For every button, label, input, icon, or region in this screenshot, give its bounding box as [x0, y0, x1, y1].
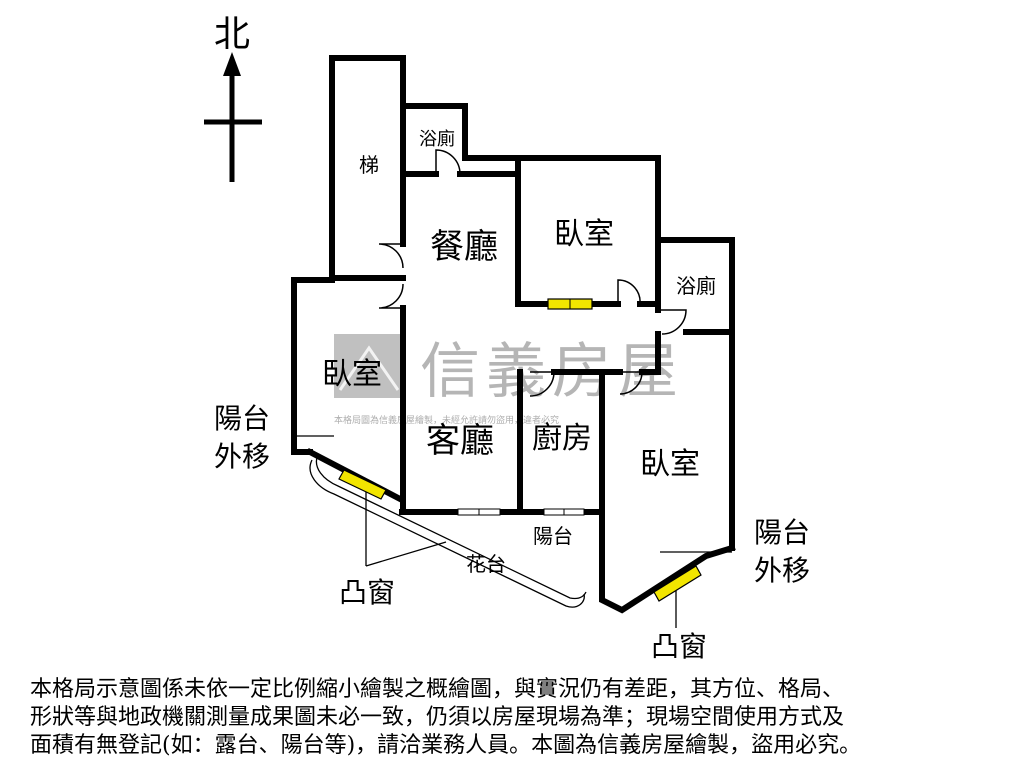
callout-left-balcony-line2: 外移 — [214, 440, 270, 473]
windows — [338, 298, 702, 602]
callout-bay-window-left: 凸窗 — [339, 576, 395, 609]
doors — [378, 149, 687, 397]
north-label: 北 — [214, 14, 250, 55]
planter-outline — [309, 453, 587, 608]
room-label-bedroom-top: 臥室 — [554, 217, 614, 252]
balcony-extension-lines — [294, 435, 732, 553]
bay-window-right — [653, 565, 702, 602]
bay-window-callout-lines — [365, 482, 677, 628]
room-label-planter: 花台 — [466, 552, 506, 576]
disclaimer-line-3: 面積有無登記(如：露台、陽台等)，請洽業務人員。本圖為信義房屋繪製，盜用必究。 — [30, 733, 862, 758]
disclaimer: 本格局示意圖係未依一定比例縮小繪製之概繪圖，與實況仍有差距，其方位、格局、 形狀… — [30, 676, 1000, 760]
door-stair-lower — [378, 283, 404, 309]
room-label-bedroom-right: 臥室 — [640, 447, 700, 482]
door-bath-right — [658, 309, 687, 335]
room-label-balcony: 陽台 — [533, 524, 573, 548]
door-bedroom-top — [617, 279, 641, 305]
door-bedroom-right — [619, 371, 643, 395]
door-stair-upper — [378, 243, 404, 269]
room-label-dining: 餐廳 — [430, 227, 498, 267]
bay-window-left — [338, 469, 387, 500]
sliding-doors — [457, 508, 585, 516]
callout-right-balcony-line1: 陽台 — [754, 516, 810, 549]
disclaimer-line-2: 形狀等與地政機關測量成果圖未必一致，仍須以房屋現場為準；現場空間使用方式及 — [30, 705, 845, 730]
disclaimer-line-1: 本格局示意圖係未依一定比例縮小繪製之概繪圖，與實況仍有差距，其方位、格局、 — [30, 677, 845, 702]
door-kitchen — [529, 371, 555, 397]
room-label-kitchen: 廚房 — [532, 421, 592, 456]
callout-bay-window-right: 凸窗 — [651, 630, 707, 663]
room-label-bath-top: 浴廁 — [419, 128, 455, 150]
callout-right-balcony-line2: 外移 — [754, 554, 810, 587]
room-label-stair: 梯 — [359, 153, 379, 177]
room-label-living: 客廳 — [426, 421, 494, 461]
room-label-bedroom-left: 臥室 — [322, 357, 382, 392]
door-bath-top — [435, 149, 461, 175]
callout-left-balcony-line1: 陽台 — [214, 402, 270, 435]
watermark: 信義房屋 本格局圖為信義房屋繪製，未經允許請勿盜用，違者必究 — [334, 334, 678, 426]
north-arrow-icon — [204, 52, 262, 182]
watermark-notice: 本格局圖為信義房屋繪製，未經允許請勿盜用，違者必究 — [334, 414, 559, 426]
watermark-logo-icon — [334, 334, 404, 398]
room-label-bath-right: 浴廁 — [676, 274, 716, 298]
